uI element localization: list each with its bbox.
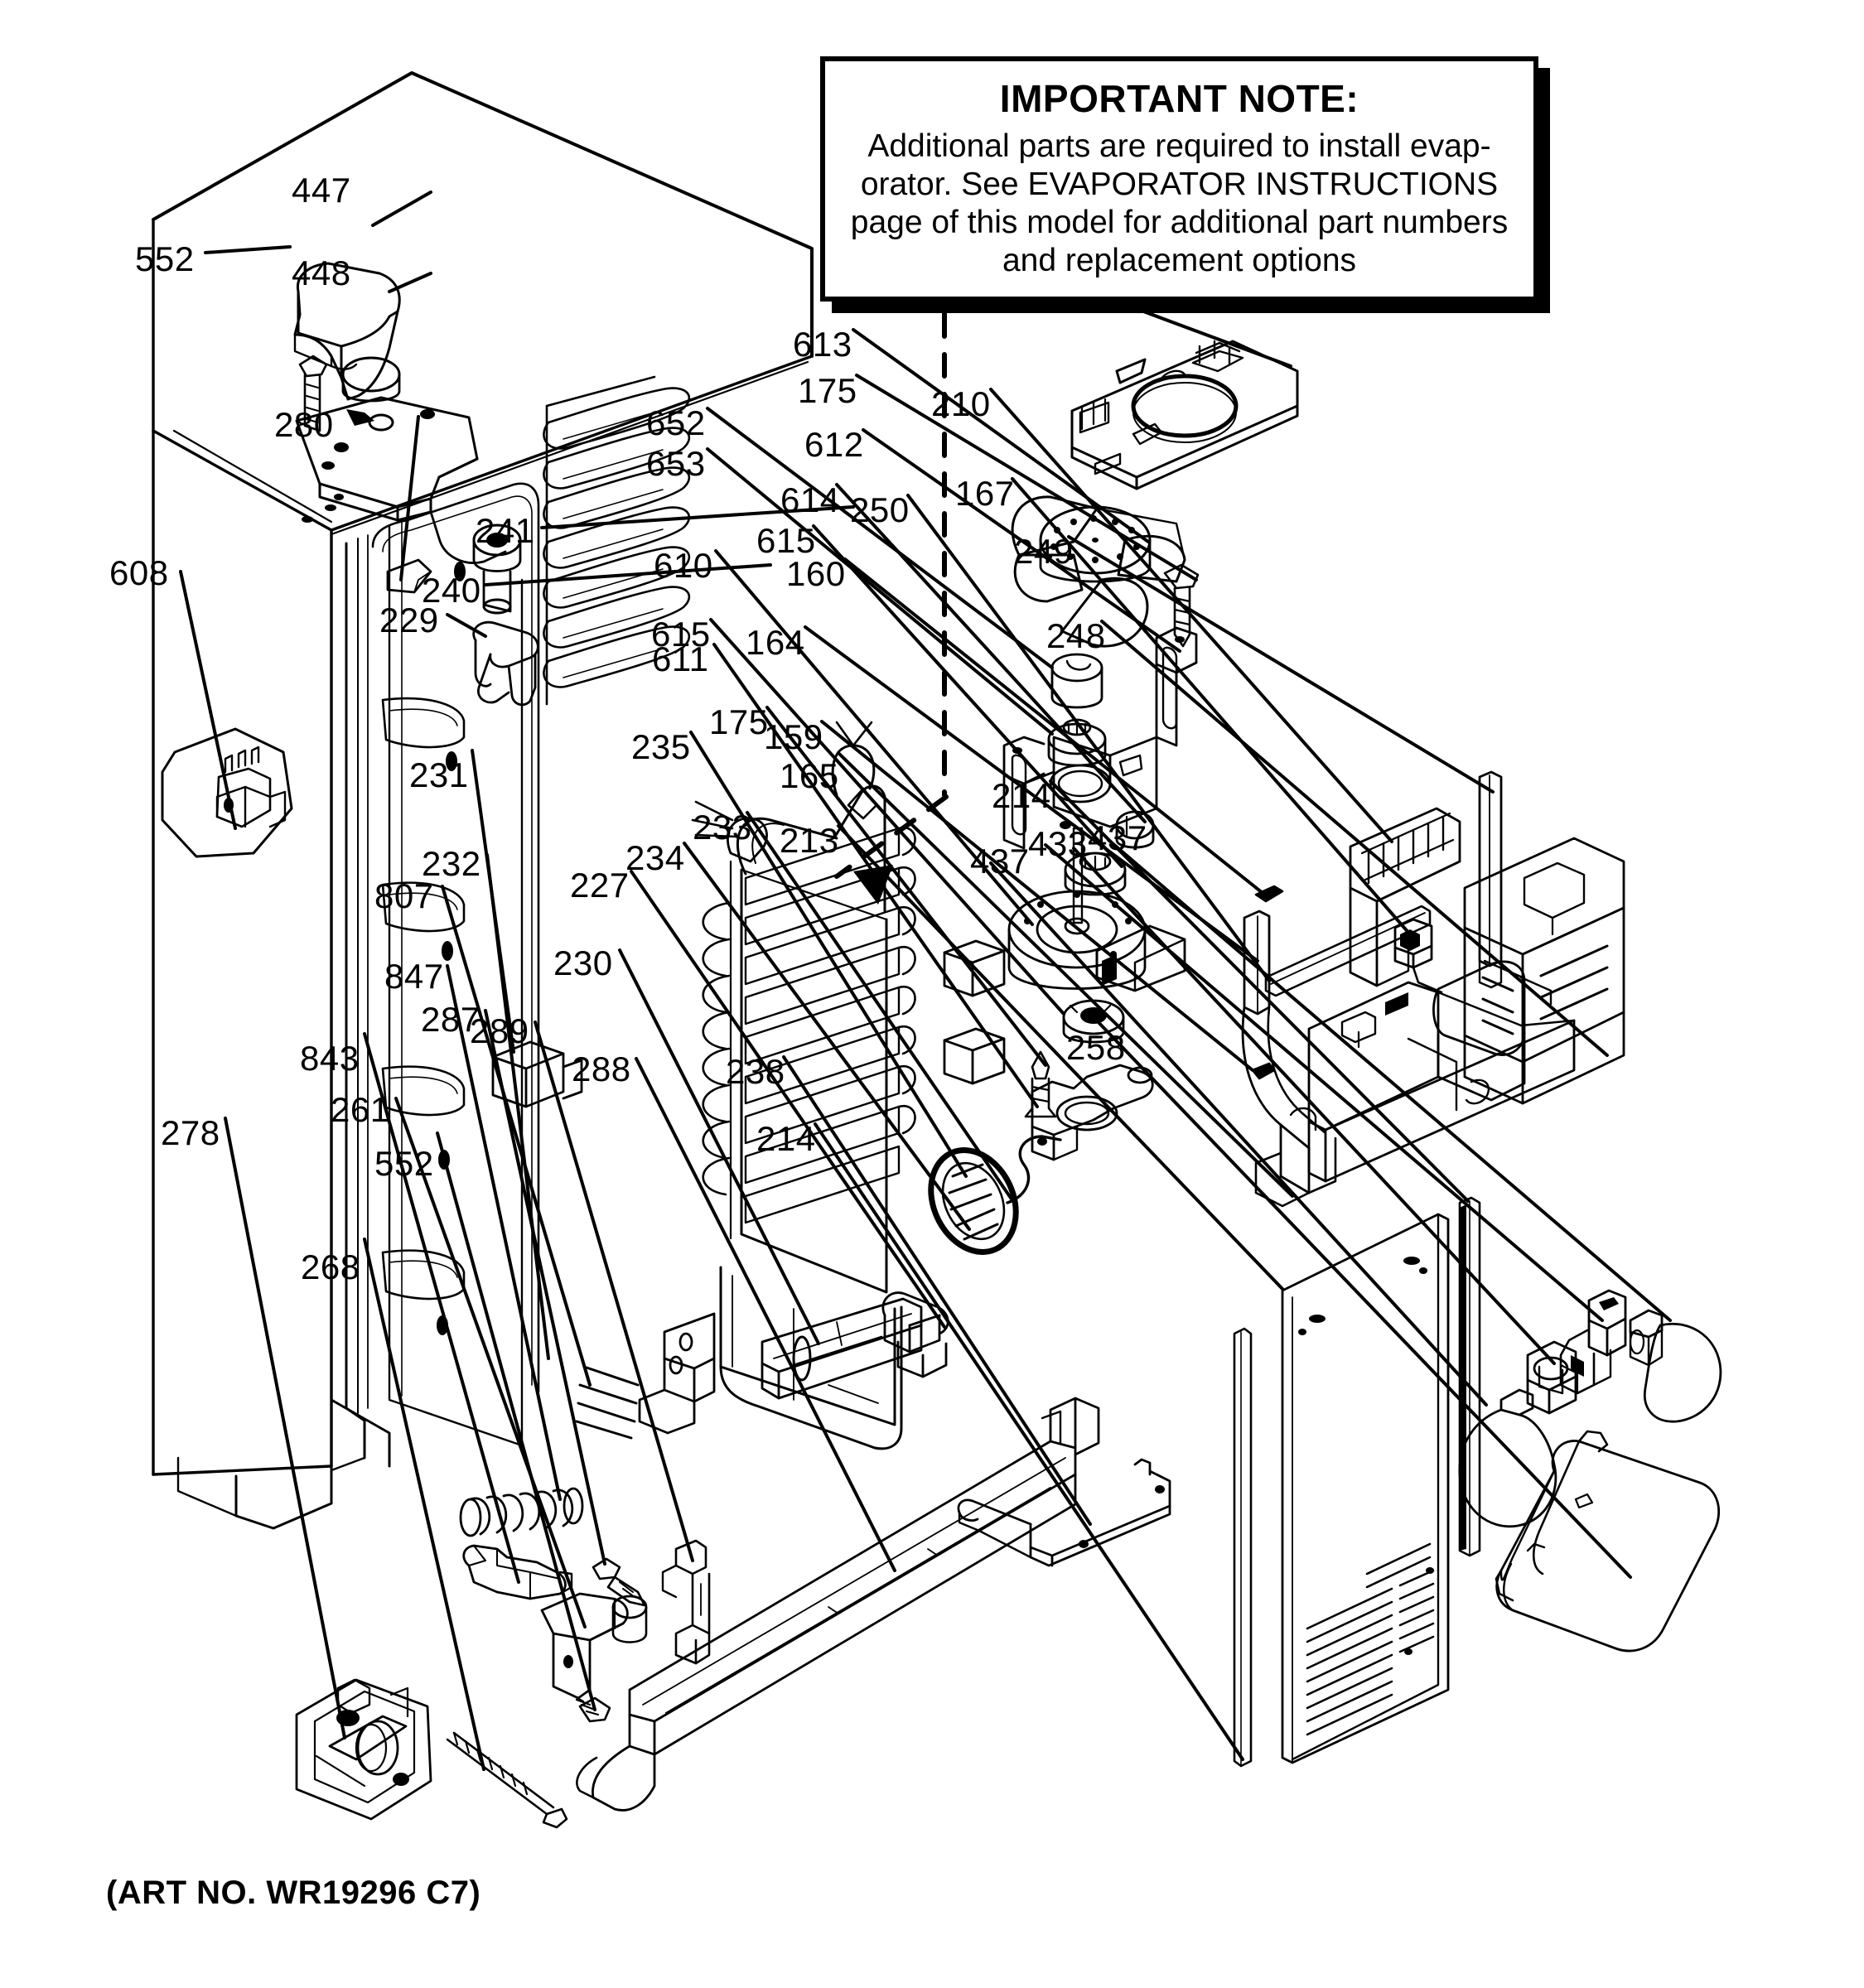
callout-160: 160 xyxy=(786,554,846,593)
callout-288: 288 xyxy=(572,1049,631,1088)
callout-214-bottom: 214 xyxy=(756,1119,816,1158)
callout-843: 843 xyxy=(300,1039,360,1078)
callout-230: 230 xyxy=(553,943,613,982)
part-611-shape xyxy=(1031,1064,1154,1161)
callout-437-left: 437 xyxy=(970,842,1030,881)
callout-167: 167 xyxy=(955,474,1015,513)
callout-235: 235 xyxy=(631,727,691,766)
evaporator-coil-upper xyxy=(543,375,691,706)
part-289-shape xyxy=(661,1539,711,1665)
callout-261: 261 xyxy=(331,1090,390,1129)
callout-807: 807 xyxy=(374,876,434,915)
callout-289: 289 xyxy=(470,1011,529,1050)
part-448-shape xyxy=(295,396,522,615)
callout-165: 165 xyxy=(780,756,839,795)
callout-613: 613 xyxy=(793,325,852,364)
art-number-caption: (ART NO. WR19296 C7) xyxy=(106,1875,481,1911)
important-note-line-3: page of this model for additional part n… xyxy=(850,205,1509,241)
callout-210: 210 xyxy=(931,384,991,423)
callout-614: 614 xyxy=(780,480,840,519)
part-159-shape xyxy=(1251,1062,1276,1080)
callout-233: 233 xyxy=(693,808,752,847)
callout-552-top: 552 xyxy=(135,239,195,278)
important-note-line-2: orator. See EVAPORATOR INSTRUCTIONS xyxy=(860,166,1499,203)
part-210-shape xyxy=(1349,807,1461,987)
callout-249: 249 xyxy=(1014,532,1074,571)
air-tower-body xyxy=(1463,837,1625,1105)
part-278-shape xyxy=(295,1678,432,1821)
callout-232: 232 xyxy=(422,844,481,883)
part-437-right-bulb xyxy=(1629,1309,1722,1423)
part-247-shape xyxy=(1070,340,1299,490)
callout-615-lower: 615 xyxy=(651,615,711,654)
callout-227: 227 xyxy=(570,866,630,905)
part-437-left-bulb xyxy=(1458,1388,1557,1528)
callout-433: 433 xyxy=(1028,824,1088,863)
part-214-bottom-shape xyxy=(1233,1327,1253,1768)
callout-278: 278 xyxy=(161,1113,220,1152)
callout-214-top: 214 xyxy=(992,776,1051,815)
callout-213: 213 xyxy=(780,821,839,860)
callout-287: 287 xyxy=(421,1000,480,1039)
callout-552-bottom: 552 xyxy=(374,1144,434,1183)
part-807-shape xyxy=(575,1365,640,1440)
part-280-shape xyxy=(386,558,432,594)
part-258-shape xyxy=(1495,1430,1721,1653)
part-229-shape xyxy=(472,620,539,707)
part-233-shape xyxy=(1006,1135,1062,1204)
callout-447: 447 xyxy=(292,171,351,210)
callout-258: 258 xyxy=(1066,1028,1126,1067)
callout-653: 653 xyxy=(646,444,706,483)
part-447-shape xyxy=(293,262,401,403)
important-note-title: IMPORTANT NOTE: xyxy=(999,77,1359,120)
callout-229: 229 xyxy=(379,601,439,639)
callout-610: 610 xyxy=(654,546,713,585)
callout-612: 612 xyxy=(804,425,864,464)
important-note-line-1: Additional parts are required to install… xyxy=(867,128,1491,164)
callout-175-top: 175 xyxy=(798,371,857,410)
part-213-shape xyxy=(1281,1213,1450,1764)
part-268-shape xyxy=(446,1731,568,1829)
callout-847: 847 xyxy=(384,957,444,996)
callout-608: 608 xyxy=(109,553,169,592)
part-238-shape xyxy=(957,1458,1171,1567)
callout-652: 652 xyxy=(646,403,706,442)
part-160-shape xyxy=(1254,885,1284,903)
callout-159: 159 xyxy=(764,717,823,756)
callout-240: 240 xyxy=(422,571,481,610)
callout-611: 611 xyxy=(652,639,709,678)
callout-448: 448 xyxy=(292,253,351,292)
part-167-shape xyxy=(1393,918,1443,994)
callout-248: 248 xyxy=(1046,616,1106,655)
callout-250: 250 xyxy=(850,490,910,529)
part-433-socket2-shape xyxy=(1526,1340,1577,1415)
callout-234: 234 xyxy=(625,838,685,877)
part-288-shape xyxy=(576,1397,1100,1812)
callout-241: 241 xyxy=(476,511,535,550)
callout-280: 280 xyxy=(274,405,334,444)
important-note-line-4: and replacement options xyxy=(1002,243,1357,279)
part-227-shape xyxy=(881,1291,949,1378)
callout-615-upper: 615 xyxy=(756,521,816,560)
part-231-shape xyxy=(491,939,1006,1108)
callout-268: 268 xyxy=(301,1247,360,1286)
part-230-shape xyxy=(761,1297,923,1400)
important-note-box: IMPORTANT NOTE: Additional parts are req… xyxy=(820,56,1538,302)
callout-437-right: 437 xyxy=(1088,818,1147,857)
callout-231: 231 xyxy=(409,755,469,794)
callout-238: 238 xyxy=(726,1052,785,1091)
callout-175-mid: 175 xyxy=(709,702,769,741)
part-552-top-shape xyxy=(298,355,328,432)
cabinet-outline xyxy=(152,71,814,1530)
part-249-shape xyxy=(1478,770,1503,989)
callout-164: 164 xyxy=(746,623,805,662)
